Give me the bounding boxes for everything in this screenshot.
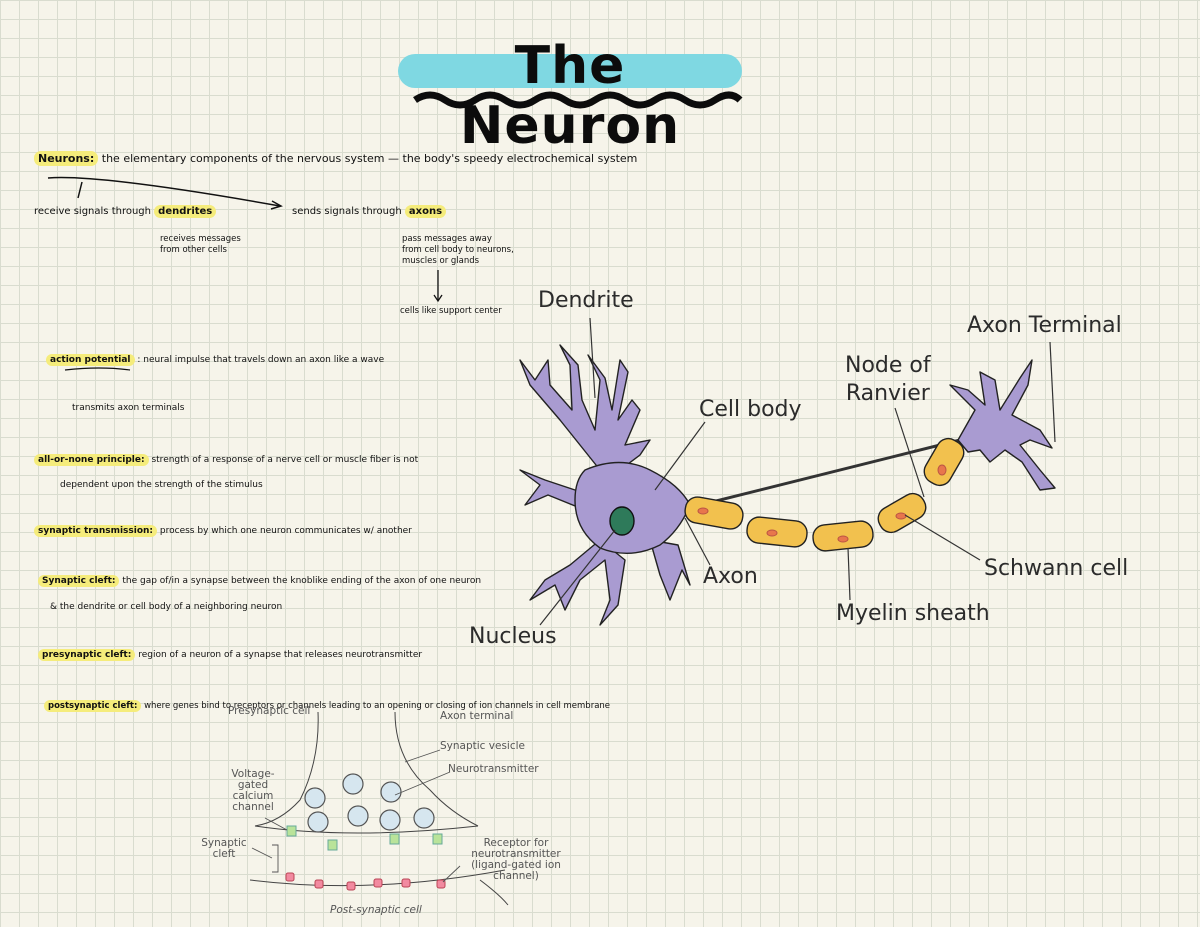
note-cleft-def2: & the dendrite or cell body of a neighbo… bbox=[50, 602, 283, 612]
note-sends-text: sends signals through bbox=[292, 206, 402, 217]
note-presynaptic: presynaptic cleft: region of a neuron of… bbox=[38, 649, 423, 661]
note-action-term: action potential bbox=[46, 354, 135, 366]
note-all-def2: dependent upon the strength of the stimu… bbox=[60, 480, 263, 490]
note-all-or-none: all-or-none principle: strength of a res… bbox=[34, 454, 419, 466]
title-highlight bbox=[398, 54, 742, 88]
note-neurons-term: Neurons: bbox=[34, 151, 99, 166]
cell-body-shape bbox=[574, 461, 691, 554]
label-node-line1: Node of bbox=[845, 353, 931, 378]
note-synaptic-def: process by which one neuron communicates… bbox=[159, 526, 412, 536]
note-receive: receive signals through dendrites bbox=[34, 205, 217, 218]
note-synaptic-transmission: synaptic transmission: process by which … bbox=[34, 525, 412, 537]
axon-terminal-shape bbox=[949, 359, 1056, 491]
title-block: The Neuron bbox=[398, 36, 742, 156]
note-cleft-def: the gap of/in a synapse between the knob… bbox=[122, 576, 482, 586]
note-action-potential: action potential : neural impulse that t… bbox=[46, 354, 385, 366]
label-syn-axon-terminal: Axon terminal bbox=[440, 710, 514, 722]
page-title: The Neuron bbox=[459, 36, 681, 156]
label-neurotransmitter: Neurotransmitter bbox=[448, 763, 539, 775]
label-synaptic-cleft: Synaptic cleft bbox=[201, 837, 247, 860]
note-pre-def: region of a neuron of a synapse that rel… bbox=[138, 650, 423, 660]
note-post-term: postsynaptic cleft: bbox=[44, 700, 142, 712]
neurons-arrow bbox=[47, 176, 281, 207]
note-all-def: strength of a response of a nerve cell o… bbox=[151, 455, 419, 465]
note-receive-text: receive signals through bbox=[34, 206, 151, 217]
label-cell-body: Cell body bbox=[699, 397, 802, 422]
note-action-sub: transmits axon terminals bbox=[72, 403, 185, 413]
label-axon-terminal: Axon Terminal bbox=[967, 313, 1122, 338]
synaptic-vesicles bbox=[304, 773, 435, 833]
label-axon: Axon bbox=[703, 564, 758, 589]
calcium-channels bbox=[286, 825, 443, 851]
nucleus-shape bbox=[609, 506, 635, 536]
label-nucleus: Nucleus bbox=[469, 624, 557, 649]
note-sends: sends signals through axons bbox=[292, 205, 447, 218]
note-neurons-def: the elementary components of the nervous… bbox=[101, 152, 638, 165]
note-cells-support: cells like support center bbox=[400, 306, 502, 316]
label-node-of-ranvier: Node of Ranvier bbox=[845, 352, 931, 408]
label-node-line2: Ranvier bbox=[845, 381, 930, 406]
label-myelin-sheath: Myelin sheath bbox=[836, 601, 990, 626]
label-synaptic-vesicle: Synaptic vesicle bbox=[440, 740, 525, 752]
note-dendrites: dendrites bbox=[154, 205, 217, 218]
note-post-def: where genes bind to receptors or channel… bbox=[144, 701, 611, 711]
dendrites-shape bbox=[519, 344, 691, 626]
label-presynaptic-cell: Presynaptic cell bbox=[228, 705, 311, 717]
label-schwann-cell: Schwann cell bbox=[984, 556, 1129, 581]
note-dendrites-detail: receives messages from other cells bbox=[160, 234, 241, 255]
note-cleft-term: Synaptic cleft: bbox=[38, 575, 120, 587]
note-postsynaptic: postsynaptic cleft: where genes bind to … bbox=[44, 700, 611, 712]
note-axons: axons bbox=[404, 205, 447, 218]
label-voltage-gated-channel: Voltage-gated calcium channel bbox=[231, 768, 275, 813]
note-synaptic-term: synaptic transmission: bbox=[34, 525, 158, 537]
note-all-term: all-or-none principle: bbox=[34, 454, 149, 466]
note-neurons: Neurons: the elementary components of th… bbox=[34, 151, 638, 166]
label-receptor: Receptor for neurotransmitter (ligand-ga… bbox=[471, 837, 561, 882]
note-synaptic-cleft: Synaptic cleft: the gap of/in a synapse … bbox=[38, 575, 482, 587]
title-underline bbox=[413, 91, 743, 109]
label-postsynaptic-cell: Post-synaptic cell bbox=[330, 904, 422, 916]
label-dendrite: Dendrite bbox=[538, 288, 634, 313]
note-pre-term: presynaptic cleft: bbox=[38, 649, 136, 661]
note-axons-detail: pass messages away from cell body to neu… bbox=[402, 234, 514, 266]
myelin-sheath-segments bbox=[684, 437, 965, 552]
receptors bbox=[285, 872, 446, 891]
note-action-def: : neural impulse that travels down an ax… bbox=[137, 355, 385, 365]
